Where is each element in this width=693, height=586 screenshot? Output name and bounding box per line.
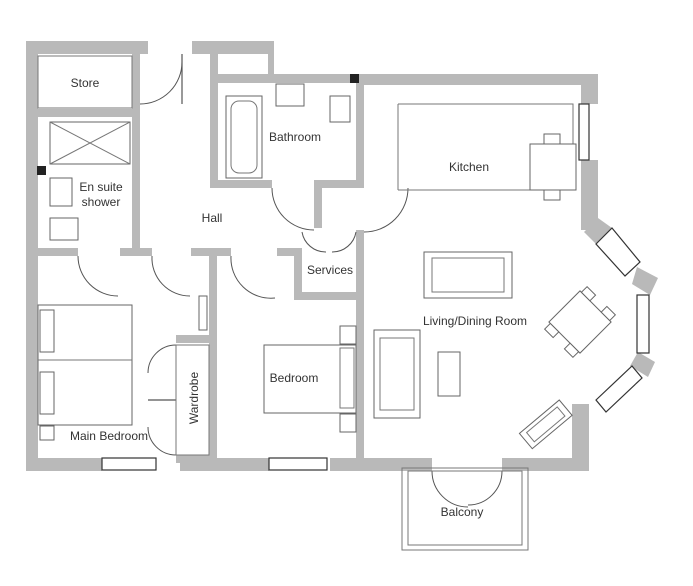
sofa-left [373,329,421,419]
wardrobe [175,344,210,456]
window-bay-lower [595,365,643,413]
interior-walls [38,54,364,471]
label-hall: Hall [202,211,223,225]
label-en-suite-2: shower [82,195,121,209]
label-store: Store [71,76,100,90]
label-en-suite-1: En suite [79,180,123,194]
label-bathroom: Bathroom [269,130,321,144]
label-main-bedroom: Main Bedroom [70,429,148,443]
exterior-walls [26,41,658,471]
coffee-table [437,351,461,397]
bathroom-wc [329,95,351,123]
label-living-dining: Living/Dining Room [423,314,527,328]
label-balcony: Balcony [441,505,484,519]
smoke-detector-icon [350,74,359,83]
balcony [401,467,529,551]
label-services: Services [307,263,353,277]
smoke-detector-icon [37,166,46,175]
furniture [37,55,617,456]
ensuite-wc [49,217,79,241]
label-wardrobe: Wardrobe [187,372,201,425]
dining-table [543,285,617,359]
window-bedroom [268,457,328,471]
bathroom-sink [275,83,305,107]
tv-unit [518,399,573,450]
window-bay-upper [595,227,641,277]
windows [101,103,650,471]
window-main-bedroom [101,457,157,471]
bath [225,95,263,179]
bedroom-bed [263,344,357,414]
label-bedroom: Bedroom [270,371,319,385]
window-bay-middle [636,294,650,354]
kitchen-table [529,143,577,191]
window-kitchen [578,103,590,161]
sofa [423,251,513,299]
doors [77,54,503,508]
label-kitchen: Kitchen [449,160,489,174]
symbols [37,74,359,175]
room-labels: Store En suite shower Hall Bathroom Kitc… [70,76,527,519]
ensuite-sink [49,177,73,207]
